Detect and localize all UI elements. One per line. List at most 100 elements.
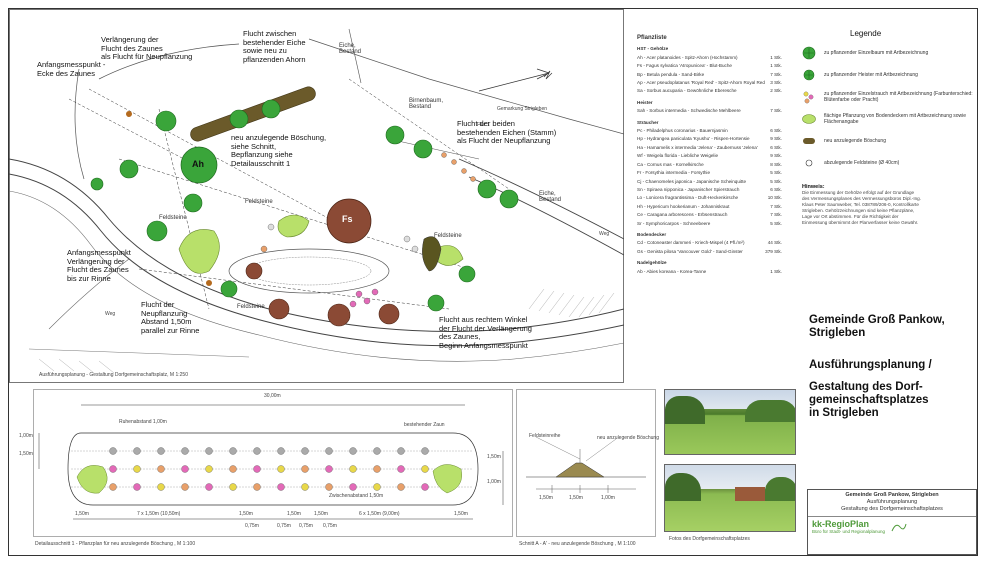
photos-caption: Fotos des Dorfgemeinschaftsplatzes <box>669 536 750 542</box>
detail-dim-b2: 7 x 1,50m (10,50m) <box>137 511 181 517</box>
gemarkung-label: Gemarkung Strigleben <box>497 106 548 112</box>
detail-dim-s1: 0,75m <box>245 523 259 529</box>
annotation-flucht-rinne: Flucht der Neupflanzung Abstand 1,50m pa… <box>141 300 200 335</box>
birnbaum-label: Birnenbaum, Bestand <box>409 98 444 110</box>
plant-count: 8 Stk. <box>770 161 782 167</box>
plant-group-heading: Bodendecker <box>637 231 667 237</box>
weg-label-2: Weg <box>105 311 116 317</box>
plant-count: 1 Stk. <box>770 63 782 69</box>
legend-title: Legende <box>850 29 882 38</box>
tree-symbol-icon <box>802 46 816 60</box>
plant-name: Sa - Sorbus aucuparia - Gewöhnliche Eber… <box>637 88 737 94</box>
heister-symbol-icon <box>803 69 815 81</box>
plant-list-item: Sa - Sorbus aucuparia - Gewöhnliche Eber… <box>637 87 782 95</box>
feldsteine-label-2: Feldsteine <box>159 215 187 221</box>
plant-count: 7 Stk. <box>770 203 782 209</box>
legend-label-strauch: zu pflanzender Einzelstrauch mit Artbeze… <box>824 91 973 103</box>
plant-list-item: Ap - Acer pseudoplatanus 'Royal Red' - S… <box>637 79 782 87</box>
annotation-flucht-eichen: Flucht der beiden bestehenden Eichen (St… <box>457 119 557 145</box>
plant-list-item: Ce - Caragana arborescens - Erbsenstrauc… <box>637 211 782 219</box>
plant-list-item: Cj - Chaenomeles japonica - Japanische S… <box>637 178 782 186</box>
feldsteine-label-4: Feldsteine <box>434 233 462 239</box>
plant-name: Cd - Cotoneaster dammeri - Kriech-Mispel… <box>637 240 745 246</box>
section-note-2: neu anzulegende Böschung <box>597 435 659 441</box>
detail-dim-b6: 6 x 1,50m (9,00m) <box>359 511 400 517</box>
plan-caption: Ausführungsplanung - Gestaltung Dorfgeme… <box>39 372 188 378</box>
plant-count: 6 Stk. <box>770 128 782 134</box>
plant-count: 2 Stk. <box>770 88 782 94</box>
plant-group-heading: Sträucher <box>637 119 659 125</box>
title-phase: Ausführungsplanung / <box>809 359 932 371</box>
legend-label-bodendecker: flächige Pflanzung von Bodendeckern mit … <box>824 113 967 125</box>
legend: Legende zu pflanzender Einzelbaum mit Ar… <box>802 29 977 226</box>
detail-caption: Detailausschnitt 1 - Pflanzplan für neu … <box>35 541 196 547</box>
title-block-line2: Ausführungsplanung <box>866 499 918 505</box>
legend-item-einzelbaum: zu pflanzender Einzelbaum mit Artbezeich… <box>802 46 977 60</box>
section-caption: Schnitt A - A' - neu anzulegende Böschun… <box>519 541 636 547</box>
legend-item-bodendecker: flächige Pflanzung von Bodendeckern mit … <box>802 112 977 126</box>
plant-list-item: Hh - Hypericum hookerianum - Johanniskra… <box>637 203 782 211</box>
company-name: kk-RegioPlan <box>812 519 870 529</box>
plant-name: Sah - Sorbus intermedia - Schwedische Me… <box>637 108 741 114</box>
plant-list-item: Cd - Cotoneaster dammeri - Kriech-Mispel… <box>637 239 782 247</box>
legend-hint-text: Die Einmessung der Gehölze erfolgt auf d… <box>802 190 921 225</box>
plant-count: 5 Stk. <box>770 220 782 226</box>
annotation-boeschung: neu anzulegende Böschung, siehe Schnitt,… <box>231 133 327 168</box>
annotation-verlaengerung-zaun: Verlängerung der Flucht des Zaunes als F… <box>101 35 193 61</box>
legend-item-strauch: zu pflanzender Einzelstrauch mit Artbeze… <box>802 90 977 104</box>
title-municipality: Gemeinde Groß Pankow, Strigleben <box>809 314 945 339</box>
plant-count: 7 Stk. <box>770 71 782 77</box>
plan-sheet: Eiche, Bestand Eiche, Bestand Birnenbaum… <box>8 8 978 556</box>
detail-dim-b4: 1,50m <box>287 511 301 517</box>
company-logo-icon <box>891 523 907 532</box>
plant-group-heading: Nadelgehölze <box>637 260 667 266</box>
stone-symbol-icon <box>805 159 813 167</box>
plant-name: Ha - Hamamelis x intermedia 'Jelena' - Z… <box>637 144 758 150</box>
feldsteine-label-3: Feldsteine <box>237 304 265 310</box>
plant-count: 5 Stk. <box>770 170 782 176</box>
plant-list-item: Ha - Hamamelis x intermedia 'Jelena' - Z… <box>637 144 782 152</box>
legend-item-boeschung: neu anzulegende Böschung <box>802 134 977 148</box>
shrub-symbol-icon <box>803 91 814 104</box>
plant-name: Hp - Hydrangea paniculata 'Kyushu' - Ris… <box>637 136 750 142</box>
plant-count: 44 Stk. <box>767 240 782 246</box>
legend-label-einzelbaum: zu pflanzender Einzelbaum mit Artbezeich… <box>824 50 929 56</box>
plant-list-item: Sah - Sorbus intermedia - Schwedische Me… <box>637 107 782 115</box>
annotation-rechter-winkel: Flucht aus rechtem Winkel der Flucht der… <box>439 315 532 350</box>
plant-name: Ap - Acer pseudoplatanus 'Royal Red' - S… <box>637 80 765 86</box>
annotation-anfangsmesspunkt-rinne: Anfangsmesspunkt Verlängerung der Flucht… <box>67 248 131 283</box>
weg-label-1: Weg <box>599 231 610 237</box>
plant-count: 9 Stk. <box>770 153 782 159</box>
detail-total-dim: 30,00m <box>264 393 281 399</box>
detail-dim-s4: 0,75m <box>323 523 337 529</box>
photo-1 <box>664 389 796 455</box>
detail-dim-b3: 1,50m <box>239 511 253 517</box>
detail-plan <box>33 389 513 537</box>
plant-name: Fs - Fagus sylvatica 'Atropunicea' - Blu… <box>637 63 732 69</box>
title-block: Gemeinde Groß Pankow, Strigleben Ausführ… <box>807 489 977 555</box>
detail-dim-right-2: 1,00m <box>487 479 501 485</box>
plant-list-item: Sn - Spiraea nipponica - Japanischer Spi… <box>637 186 782 194</box>
detail-dim-b7: 1,50m <box>454 511 468 517</box>
flur-label: Flur 1 <box>477 122 490 128</box>
plant-count: 5 Stk. <box>770 178 782 184</box>
plant-group-heading: HST - Gehölze <box>637 46 669 52</box>
plant-name: Cj - Chaenomeles japonica - Japanische S… <box>637 178 747 184</box>
site-plan <box>9 9 624 383</box>
detail-dim-b1: 1,50m <box>75 511 89 517</box>
plant-count: 1 Stk. <box>770 54 782 60</box>
detail-dim-s3: 0,75m <box>299 523 313 529</box>
photo-2 <box>664 464 796 532</box>
plant-list-item: Pc - Philadelphus coronarius - Bauernjas… <box>637 127 782 135</box>
plant-name: Pc - Philadelphus coronarius - Bauernjas… <box>637 128 728 134</box>
detail-zwischen-label: Zwischenabstand 1,50m <box>329 493 384 499</box>
plant-count: 7 Stk. <box>770 108 782 114</box>
plant-list-item: Wf - Weigela florida - Liebliche Weigeli… <box>637 152 782 160</box>
company-subtitle: Büro für Stadt- und Regionalplanung <box>812 529 886 534</box>
detail-dim-left-2: 1,50m <box>19 451 33 457</box>
plant-count: 10 Stk. <box>767 195 782 201</box>
plant-name: Sr - Symphoricarpos - Schneebeere <box>637 220 711 226</box>
